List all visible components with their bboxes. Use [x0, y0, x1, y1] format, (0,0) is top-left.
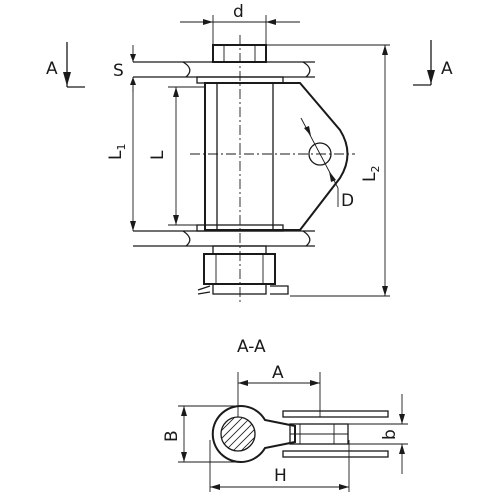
dimension-l: L: [148, 86, 205, 226]
dimension-A: A: [237, 363, 321, 417]
upper-strip: [133, 61, 315, 84]
nut: [197, 245, 289, 295]
dimension-b: b: [348, 394, 408, 474]
dimension-d: d: [180, 2, 300, 45]
clamp-body: [204, 82, 349, 231]
dim-b-label: b: [380, 429, 400, 440]
section-label-right: A: [441, 59, 453, 79]
dimension-l1: L1: [106, 77, 136, 231]
dim-l2-label: L2: [360, 166, 382, 182]
section-arrow-right: A: [413, 40, 453, 86]
section-strips: [282, 410, 389, 458]
lower-strip: [133, 224, 315, 247]
dimension-H: H: [209, 440, 350, 492]
dimension-B: B: [162, 405, 238, 463]
dim-l1-label: L1: [106, 144, 128, 160]
dim-A-label: A: [272, 363, 284, 383]
section-arrow-left: A: [46, 42, 85, 88]
section-title: A-A: [237, 337, 266, 357]
dim-H-label: H: [274, 466, 287, 486]
dimension-l2: L2: [266, 44, 390, 297]
dim-D-label: D: [341, 191, 354, 211]
dim-d-label: d: [233, 2, 244, 22]
clamp-ring: [211, 405, 296, 463]
ear-hole: [308, 142, 332, 166]
dim-B-label: B: [162, 430, 182, 442]
dim-s-label: S: [113, 61, 124, 81]
bolt-head: [212, 44, 267, 63]
dim-l-label: L: [148, 150, 168, 160]
section-label-left: A: [46, 59, 58, 79]
